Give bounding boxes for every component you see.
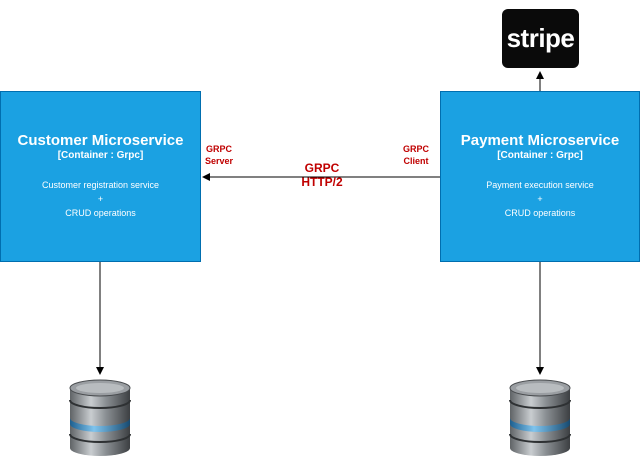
customer-database-icon [69, 379, 131, 456]
payment-title: Payment Microservice [460, 132, 620, 149]
payment-desc-line: CRUD operations [504, 208, 576, 218]
customer-desc-line: Customer registration service [41, 180, 160, 190]
grpc-server-label-line1: GRPC [206, 144, 233, 154]
customer-desc-line: + [97, 194, 104, 204]
stripe-logo-text: stripe [506, 23, 575, 53]
payment-database-icon [509, 379, 571, 456]
payment-desc-line: Payment execution service [486, 180, 594, 190]
payment-subtitle: [Container : Grpc] [497, 150, 583, 161]
stripe-logo: stripe [502, 9, 579, 68]
grpc-client-label-line2: Client [403, 156, 429, 166]
customer-title: Customer Microservice [17, 132, 184, 149]
customer-subtitle: [Container : Grpc] [57, 150, 144, 161]
grpc-client-label: GRPC Client [403, 143, 429, 167]
payment-description: Payment execution service + CRUD operati… [441, 178, 639, 220]
grpc-server-label: GRPC Server [205, 143, 233, 167]
protocol-label: GRPC HTTP/2 [292, 161, 352, 189]
grpc-server-label-line2: Server [205, 156, 234, 166]
customer-microservice-box[interactable]: Customer Microservice [Container : Grpc]… [0, 91, 201, 262]
customer-description: Customer registration service + CRUD ope… [1, 178, 200, 220]
grpc-client-label-line1: GRPC [403, 144, 430, 154]
protocol-label-line2: HTTP/2 [301, 175, 343, 189]
payment-microservice-box[interactable]: Payment Microservice [Container : Grpc] … [440, 91, 640, 262]
protocol-label-line1: GRPC [304, 161, 340, 175]
customer-desc-line: CRUD operations [65, 208, 136, 218]
payment-desc-line: + [537, 194, 543, 204]
